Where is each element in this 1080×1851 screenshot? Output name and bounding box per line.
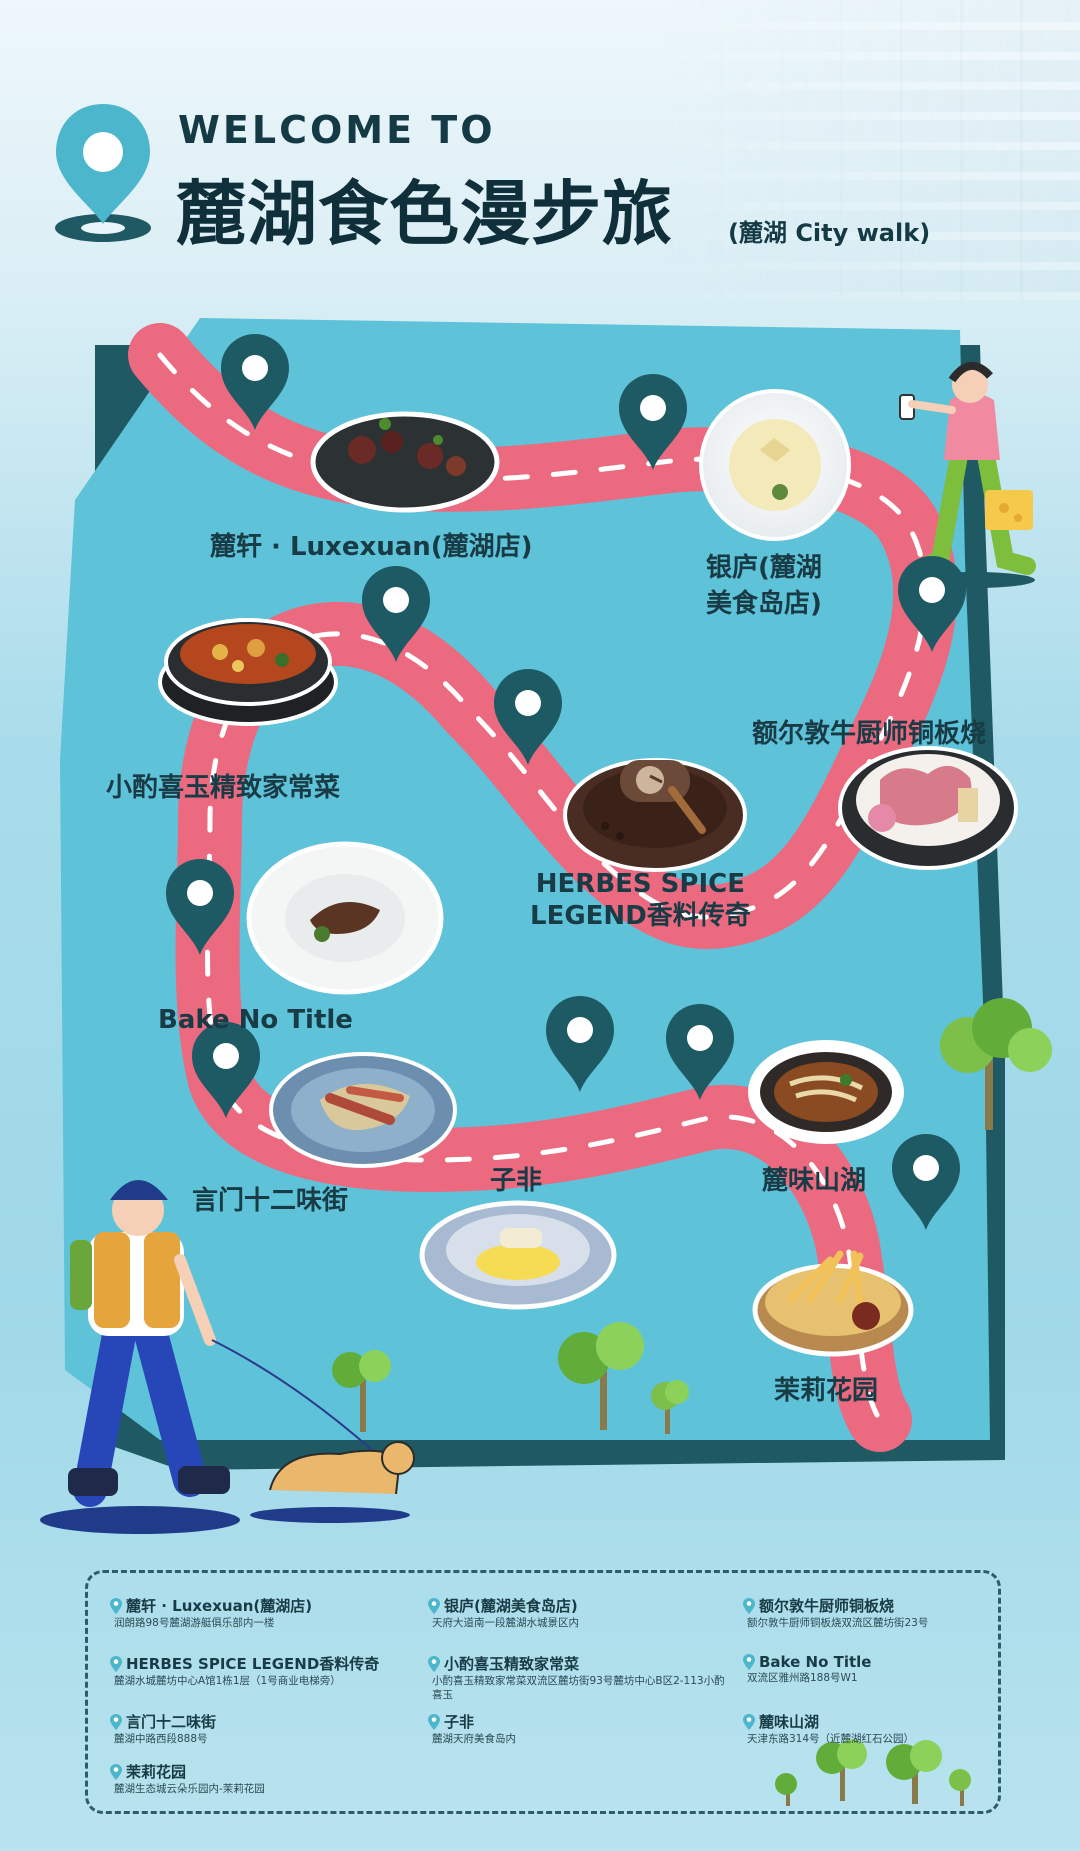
- dish-yanmen: [269, 1052, 457, 1168]
- stop-label-luxexuan[interactable]: 麓轩 · Luxexuan(麓湖店): [210, 532, 533, 562]
- small-pin-icon: [110, 1655, 122, 1672]
- legend-name: 麓味山湖: [759, 1713, 820, 1731]
- tree-mid: [558, 1322, 689, 1434]
- dish-zifei: [419, 1200, 617, 1310]
- legend-address: 麓湖生态城云朵乐园内-茉莉花园: [114, 1783, 265, 1795]
- legend-address: 天府大道南一段麓湖水城景区内: [432, 1617, 579, 1629]
- legend-address: 润朗路98号麓湖游艇俱乐部内一楼: [114, 1617, 275, 1629]
- map-pin-icon[interactable]: [221, 334, 289, 430]
- page-title: 麓湖食色漫步旅: [176, 173, 673, 255]
- tree-right: [940, 998, 1052, 1130]
- address-legend: 麓轩 · Luxexuan(麓湖店) 润朗路98号麓湖游艇俱乐部内一楼 银庐(麓…: [85, 1570, 1001, 1814]
- stop-label-yanmen[interactable]: 言门十二味街: [192, 1186, 349, 1216]
- small-pin-icon: [428, 1713, 440, 1730]
- stop-label-herbes-spice[interactable]: HERBES SPICE LEGEND香料传奇: [530, 869, 751, 931]
- legend-item: 麓味山湖 天津东路314号（近麓湖红石公园）: [743, 1711, 914, 1746]
- legend-address: 小酌喜玉精致家常菜双流区麓坊街93号麓坊中心B区2-113小酌喜玉: [432, 1675, 725, 1701]
- boy-with-dog-illustration: [40, 1180, 415, 1534]
- background-photo: [660, 0, 1080, 300]
- dish-luwei-shanhu: [748, 1040, 904, 1144]
- legend-name: HERBES SPICE LEGEND香料传奇: [126, 1655, 380, 1673]
- dish-bake-no-title: [246, 841, 444, 995]
- map-pin-icon[interactable]: [494, 669, 562, 765]
- legend-name: 言门十二味街: [126, 1713, 217, 1731]
- map-pin-icon[interactable]: [619, 374, 687, 470]
- map-pin-icon[interactable]: [166, 859, 234, 955]
- legend-item: 子非 麓湖天府美食岛内: [428, 1711, 516, 1746]
- legend-item: 麓轩 · Luxexuan(麓湖店) 润朗路98号麓湖游艇俱乐部内一楼: [110, 1595, 312, 1630]
- legend-item: 额尔敦牛厨师铜板烧 额尔敦牛厨师铜板烧双流区麓坊街23号: [743, 1595, 928, 1630]
- legend-name: 茉莉花园: [126, 1763, 187, 1781]
- tree-left: [332, 1350, 391, 1432]
- legend-name: 额尔敦牛厨师铜板烧: [759, 1597, 895, 1615]
- legend-name: 子非: [444, 1713, 475, 1731]
- small-pin-icon: [110, 1713, 122, 1730]
- stop-label-jasmine-garden[interactable]: 茉莉花园: [774, 1376, 879, 1406]
- legend-address: 麓湖中路西段888号: [114, 1733, 208, 1745]
- stop-label-luwei-shanhu[interactable]: 麓味山湖: [762, 1166, 867, 1196]
- small-pin-icon: [743, 1654, 755, 1670]
- map-pin-icon[interactable]: [546, 996, 614, 1092]
- page-subtitle: (麓湖 City walk): [728, 219, 931, 247]
- legend-item: 小酌喜玉精致家常菜 小酌喜玉精致家常菜双流区麓坊街93号麓坊中心B区2-113小…: [428, 1653, 732, 1702]
- small-pin-icon: [743, 1597, 755, 1614]
- legend-address: 麓湖天府美食岛内: [432, 1733, 516, 1745]
- legend-address: 天津东路314号（近麓湖红石公园）: [747, 1733, 915, 1745]
- legend-name: 银庐(麓湖美食岛店): [444, 1597, 578, 1615]
- small-pin-icon: [743, 1713, 755, 1730]
- map-pin-icon[interactable]: [892, 1134, 960, 1230]
- stop-label-bake-no-title[interactable]: Bake No Title: [158, 1005, 353, 1035]
- legend-address: 麓湖水城麓坊中心A馆1栋1层（1号商业电梯旁）: [114, 1675, 341, 1687]
- legend-name: 麓轩 · Luxexuan(麓湖店): [126, 1597, 313, 1615]
- small-pin-icon: [428, 1655, 440, 1672]
- legend-name: 小酌喜玉精致家常菜: [444, 1655, 580, 1673]
- legend-item: HERBES SPICE LEGEND香料传奇 麓湖水城麓坊中心A馆1栋1层（1…: [110, 1653, 379, 1688]
- legend-item: 言门十二味街 麓湖中路西段888号: [110, 1711, 216, 1746]
- small-pin-icon: [110, 1763, 122, 1780]
- stop-label-zifei[interactable]: 子非: [490, 1166, 543, 1196]
- dish-xiaozhuo: [158, 618, 338, 726]
- map-pin-icon[interactable]: [666, 1004, 734, 1100]
- small-pin-icon: [110, 1597, 122, 1614]
- map-pin-icon[interactable]: [362, 566, 430, 662]
- map-pin-icon[interactable]: [898, 556, 966, 652]
- tree-legend: [775, 1739, 971, 1806]
- dish-yinlu: [699, 389, 851, 541]
- map-pin-icon[interactable]: [192, 1022, 260, 1118]
- legend-item: Bake No Title 双流区雅州路188号W1: [743, 1653, 871, 1685]
- dish-herbes-spice: [563, 758, 747, 872]
- legend-item: 银庐(麓湖美食岛店) 天府大道南一段麓湖水城景区内: [428, 1595, 579, 1630]
- legend-name: Bake No Title: [759, 1653, 872, 1671]
- welcome-text: WELCOME TO: [178, 108, 496, 152]
- legend-address: 双流区雅州路188号W1: [747, 1672, 858, 1684]
- stop-label-xiaozhuo[interactable]: 小酌喜玉精致家常菜: [106, 773, 341, 803]
- dish-jasmine-garden: [752, 1250, 914, 1357]
- small-pin-icon: [428, 1597, 440, 1614]
- dish-luxexuan: [310, 411, 500, 513]
- legend-item: 茉莉花园 麓湖生态城云朵乐园内-茉莉花园: [110, 1761, 265, 1796]
- legend-address: 额尔敦牛厨师铜板烧双流区麓坊街23号: [747, 1617, 929, 1629]
- dish-ordos-teppanyaki: [838, 746, 1018, 870]
- location-pin-icon: [55, 104, 151, 242]
- stop-label-ordos-teppanyaki[interactable]: 额尔敦牛厨师铜板烧: [752, 719, 987, 749]
- stop-label-yinlu[interactable]: 银庐(麓湖 美食岛店): [706, 553, 822, 619]
